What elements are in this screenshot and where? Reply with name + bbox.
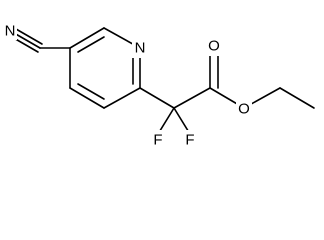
pyridine-ring: [69, 27, 141, 109]
ring-bond-c2-c3: [103, 87, 141, 109]
ring-bond-c5-c6: [69, 27, 105, 49]
ring-bond-c3-c4: [69, 87, 105, 109]
nitrile-group: [11, 28, 71, 53]
atom-labels: N N O O F F: [2, 22, 252, 150]
fluorine-2-label: F: [185, 132, 194, 149]
nitrile-triple-bond-a: [13, 32, 41, 49]
ester-oxygen-label: O: [238, 101, 250, 118]
carbonyl-oxygen-label: O: [208, 38, 220, 55]
ring-nitrogen-label: N: [135, 40, 146, 57]
cf2-to-f1-bond: [157, 107, 175, 135]
ring-double-bond-inner-3: [77, 83, 105, 100]
chemical-structure: N N O O F F: [2, 22, 315, 150]
ester-side-chain: [139, 53, 315, 135]
ring-double-bond-inner-1: [77, 36, 105, 53]
fluorine-1-label: F: [153, 132, 162, 149]
ch2-to-ch3-bond: [279, 87, 315, 109]
cf2-to-carbonyl-bond: [173, 87, 211, 109]
nitrile-triple-bond-b: [15, 28, 43, 45]
ring-to-cf2-bond: [139, 87, 175, 109]
cf2-to-f2-bond: [173, 107, 191, 135]
nitrile-nitrogen-label: N: [5, 23, 16, 40]
